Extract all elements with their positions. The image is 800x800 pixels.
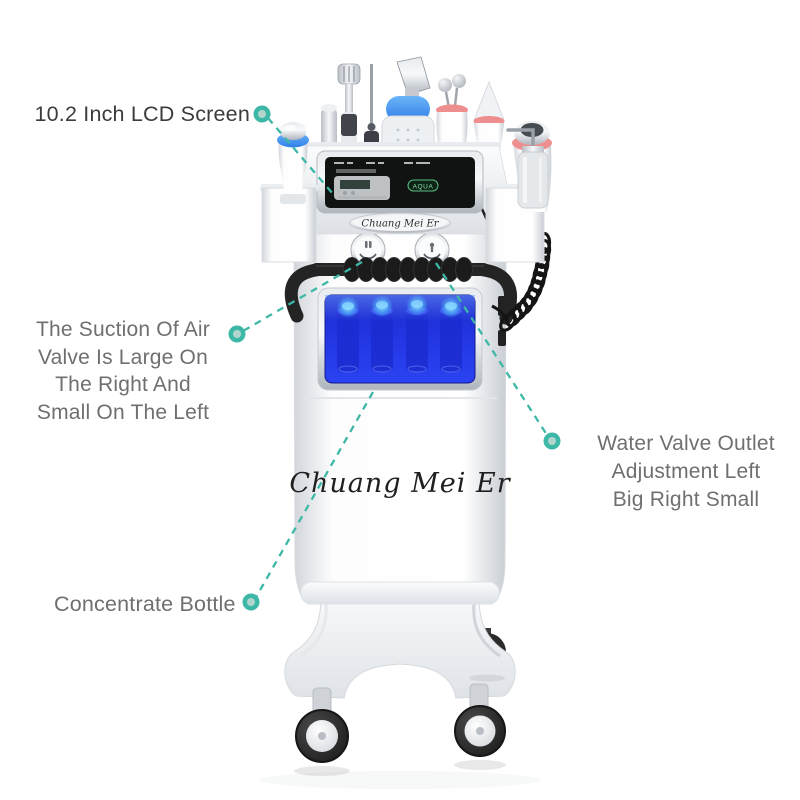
callout-text-line: Small On The Left xyxy=(36,400,210,424)
callout-text-line: Water Valve Outlet xyxy=(597,432,775,455)
handle-bar xyxy=(284,257,518,325)
bottle-window xyxy=(317,287,483,391)
callout-water-label: Water Valve Outlet Adjustment Left Big R… xyxy=(574,430,798,514)
callout-marker-concentrate xyxy=(242,593,260,611)
callout-line-lcd xyxy=(267,117,334,195)
spray-bottle xyxy=(506,128,549,209)
brand-script: Chuang Mei Er xyxy=(289,468,511,499)
brand-badge: Chuang Mei Er xyxy=(349,212,451,234)
callout-lines xyxy=(242,117,550,600)
callout-markers xyxy=(228,105,561,611)
lcd-screen: AQUA xyxy=(316,150,484,214)
callout-lcd-label: 10.2 Inch LCD Screen xyxy=(34,102,250,126)
callout-marker-suction xyxy=(228,325,246,343)
machine-base xyxy=(260,599,540,789)
handpiece-blue-dome xyxy=(277,122,309,204)
svg-text:AQUA: AQUA xyxy=(413,184,434,191)
callout-text-line: The Suction Of Air xyxy=(35,318,210,341)
callout-text-line: The Right And xyxy=(55,373,191,396)
caster-wheel-front-right xyxy=(454,705,506,757)
base-pedestal xyxy=(284,599,516,699)
callout-text-line: Valve Is Large On xyxy=(38,345,208,369)
callout-text-line: Adjustment Left xyxy=(611,460,761,483)
screen-graphics xyxy=(334,162,430,200)
floor-reflections xyxy=(260,674,540,789)
callout-marker-lcd xyxy=(253,105,271,123)
svg-text:Chuang Mei Er: Chuang Mei Er xyxy=(361,219,439,230)
callout-line-water xyxy=(435,262,550,439)
callout-line-suction xyxy=(242,261,363,332)
callout-text-line: Big Right Small xyxy=(612,488,760,511)
callout-marker-water xyxy=(543,432,561,450)
screen-aqua-button: AQUA xyxy=(407,179,439,192)
handle-grip xyxy=(343,257,473,282)
cable-clip-bottom xyxy=(498,330,506,346)
callout-line-concentrate xyxy=(254,391,374,600)
caster-wheel-front-left xyxy=(295,709,349,763)
callout-suction-label: The Suction Of Air Valve Is Large On The… xyxy=(12,316,234,426)
callout-concentrate-label: Concentrate Bottle xyxy=(54,592,236,616)
head-console: AQUA Chuang Mei Er xyxy=(282,142,518,241)
